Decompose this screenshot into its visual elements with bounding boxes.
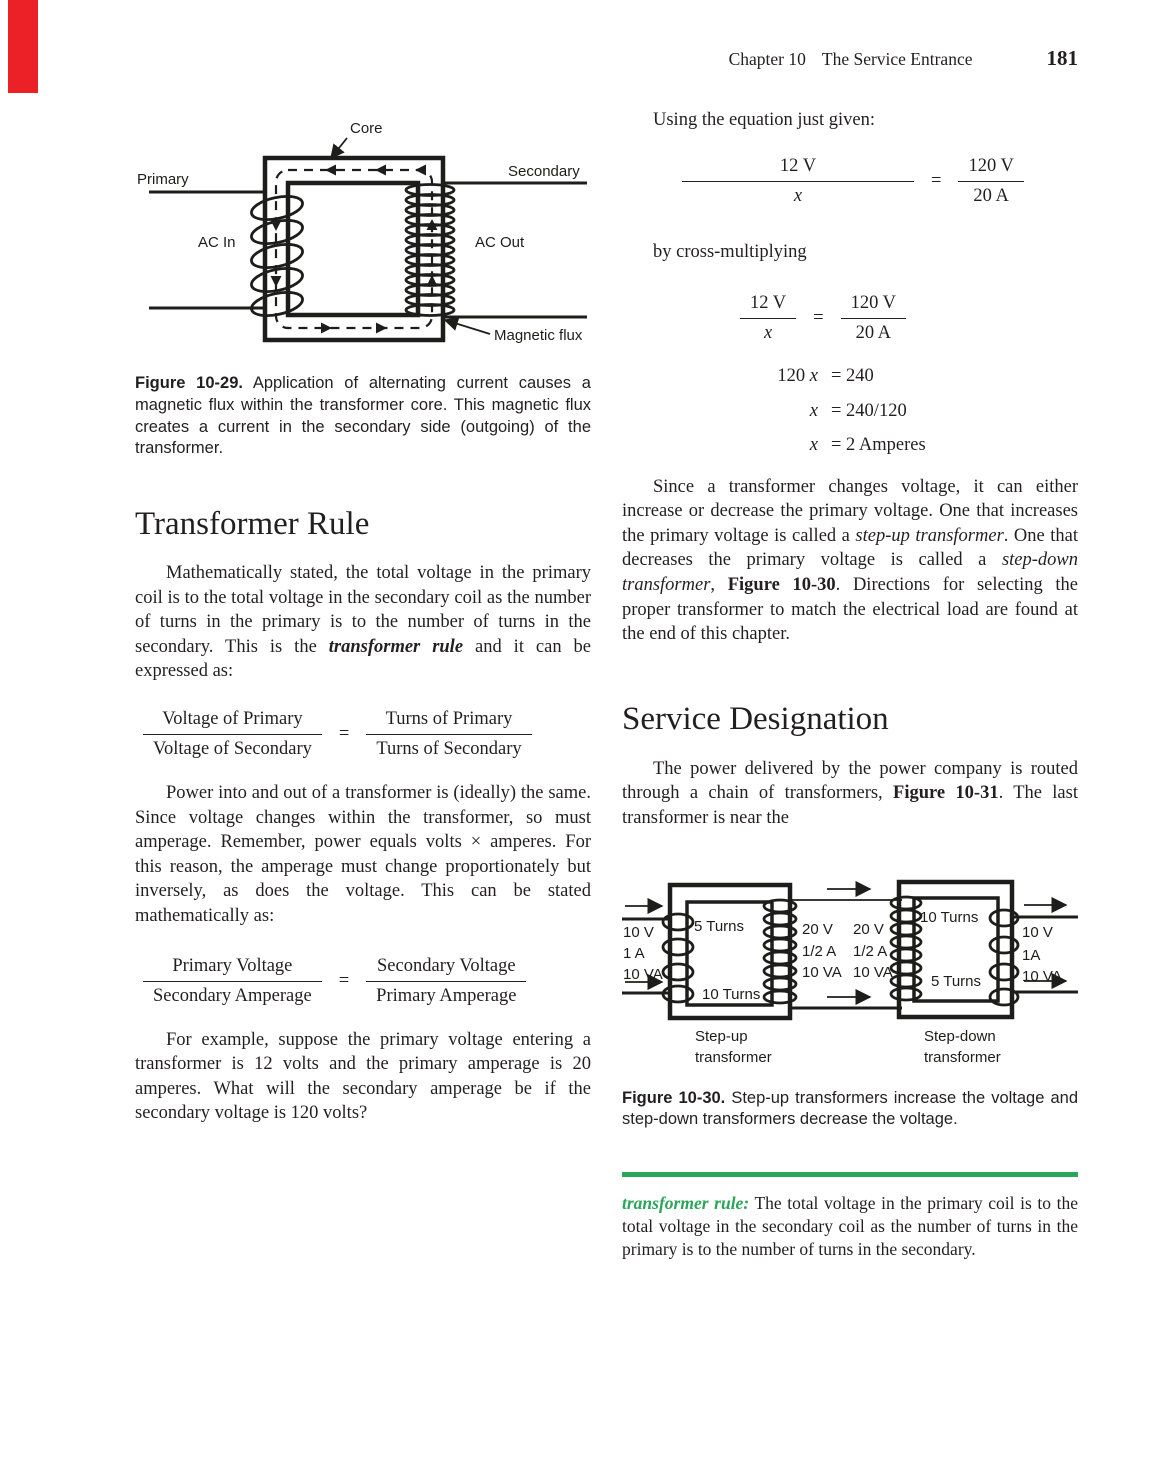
input-voltage-label: 10 V (623, 924, 654, 941)
output-leads (1010, 896, 1078, 994)
fraction-primary-voltage: Primary Voltage Secondary Amperage (143, 955, 322, 1008)
fraction-voltage: Voltage of Primary Voltage of Secondary (143, 708, 322, 761)
solution-step: 120 x = 240 (777, 366, 874, 387)
step-up-primary-turns-label: 5 Turns (694, 918, 744, 935)
equation-example-wide: 12 V x = 120 V 20 A (682, 155, 1078, 208)
header-chapter: Chapter 10 (728, 49, 806, 69)
figure-10-29-caption: Figure 10-29. Application of alternating… (135, 374, 591, 458)
step-up-transformer-label: Step-up (695, 1028, 748, 1045)
input-va-label: 10 VA (623, 966, 663, 983)
caption-figure-number: Figure 10-29. (135, 374, 243, 392)
paragraph-step-up-step-down: Since a transformer changes voltage, it … (622, 476, 1078, 645)
core-pointer-arrow (330, 137, 348, 160)
step-up-secondary-turns-label: 10 Turns (702, 986, 760, 1003)
paragraph-cross-multiplying: by cross-multiplying (653, 241, 807, 262)
mid-voltage-label-1: 20 V (802, 921, 833, 938)
step-down-primary-turns-label: 10 Turns (920, 909, 978, 926)
secondary-label: Secondary (508, 163, 580, 180)
core-label: Core (350, 120, 383, 137)
equals-sign: = (338, 970, 350, 991)
caption-figure-number: Figure 10-30. (622, 1088, 726, 1107)
chapter-color-tab (8, 0, 38, 93)
equals-sign: = (931, 170, 942, 191)
solution-step: x = 2 Amperes (809, 435, 926, 456)
section-heading-transformer-rule: Transformer Rule (135, 506, 370, 543)
mid-va-label-2: 10 VA (853, 964, 893, 981)
fraction-12v-x: 12 V x (682, 155, 914, 208)
connection-leads (790, 880, 902, 1010)
equals-sign: = (813, 308, 824, 329)
equals-sign: = (338, 724, 350, 745)
mid-amperage-label-2: 1/2 A (853, 943, 887, 960)
paragraph-transformer-rule: Mathematically stated, the total voltage… (135, 563, 592, 682)
primary-coil (250, 194, 304, 318)
figure-10-30-caption: Figure 10-30. Step-up transformers incre… (622, 1088, 1078, 1129)
step-up-transformer-label-2: transformer (695, 1049, 772, 1066)
step-down-transformer-label: Step-down (924, 1028, 996, 1045)
transformer-rule-definition: transformer rule: The total voltage in t… (622, 1193, 1079, 1260)
step-up-primary-coil (661, 912, 695, 1004)
left-column: Core Primary Secondary AC In AC Out Magn… (135, 0, 591, 1126)
input-amperage-label: 1 A (623, 945, 645, 962)
output-amperage-label: 1A (1022, 947, 1040, 964)
paragraph-power: Power into and out of a transformer is (… (135, 783, 591, 926)
solution-steps: 120 x = 240 x = 240/120 x = 2 Amperes (622, 359, 1078, 463)
step-down-transformer-label-2: transformer (924, 1049, 1001, 1066)
paragraph-example: For example, suppose the primary voltage… (135, 1029, 591, 1124)
transformer-core-diagram: Core Primary Secondary AC In AC Out Magn… (137, 120, 587, 344)
mid-va-label-1: 10 VA (802, 964, 842, 981)
secondary-leads (441, 181, 587, 319)
term-step-down-transformer: step-down transformer (622, 550, 1078, 596)
definition-term: transformer rule: (622, 1193, 750, 1214)
page-header: Chapter 10 The Service Entrance 181 (0, 46, 1078, 71)
mid-voltage-label-2: 20 V (853, 921, 884, 938)
equation-voltage-amperage: Primary Voltage Secondary Amperage = Sec… (143, 955, 591, 1008)
ac-in-label: AC In (198, 234, 236, 251)
fraction-12v-x: 12 V x (740, 292, 797, 345)
mid-amperage-label-1: 1/2 A (802, 943, 836, 960)
header-chapter-title: The Service Entrance (821, 49, 973, 69)
fraction-turns: Turns of Primary Turns of Secondary (366, 708, 532, 761)
figure-10-29-diagram: Core Primary Secondary AC In AC Out Magn… (135, 108, 591, 363)
step-up-secondary-coil (762, 898, 798, 1005)
magnetic-flux-label: Magnetic flux (494, 327, 583, 344)
ac-out-label: AC Out (475, 234, 525, 251)
section-heading-service-designation: Service Designation (622, 700, 889, 737)
fraction-120v-20a: 120 V 20 A (958, 155, 1024, 208)
figure-10-30-reference: Figure 10-30 (727, 575, 836, 596)
term-transformer-rule: transformer rule (328, 636, 464, 657)
definition-divider (622, 1172, 1078, 1178)
page-number: 181 (1046, 46, 1079, 70)
primary-leads (149, 190, 267, 310)
figure-10-31-reference: Figure 10-31 (893, 783, 999, 804)
right-column: Using the equation just given: 12 V x = … (622, 0, 1078, 1261)
term-step-up-transformer: step-up transformer (855, 525, 1004, 546)
equation-voltage-turns: Voltage of Primary Voltage of Secondary … (143, 708, 591, 761)
paragraph-service-designation: The power delivered by the power company… (622, 758, 1078, 829)
secondary-coil (404, 183, 456, 317)
output-va-label: 10 VA (1022, 968, 1062, 985)
step-down-secondary-turns-label: 5 Turns (931, 973, 981, 990)
step-down-primary-coil (889, 895, 923, 1002)
figure-10-30-diagram: 10 V 1 A 10 VA 5 Turns 10 Turns 20 V 1/2… (622, 870, 1078, 1075)
step-up-step-down-diagram: 10 V 1 A 10 VA 5 Turns 10 Turns 20 V 1/2… (622, 879, 1078, 1066)
magnetic-flux-loop (270, 164, 438, 334)
output-voltage-label: 10 V (1022, 924, 1053, 941)
paragraph-using-equation: Using the equation just given: (653, 110, 875, 130)
flux-pointer-arrow (443, 316, 491, 335)
primary-label: Primary (137, 171, 189, 188)
equation-example-narrow: 12 V x = 120 V 20 A (740, 292, 1078, 345)
fraction-120v-20a: 120 V 20 A (840, 292, 906, 345)
fraction-secondary-voltage: Secondary Voltage Primary Amperage (366, 955, 527, 1008)
solution-step: x = 240/120 (809, 400, 907, 421)
